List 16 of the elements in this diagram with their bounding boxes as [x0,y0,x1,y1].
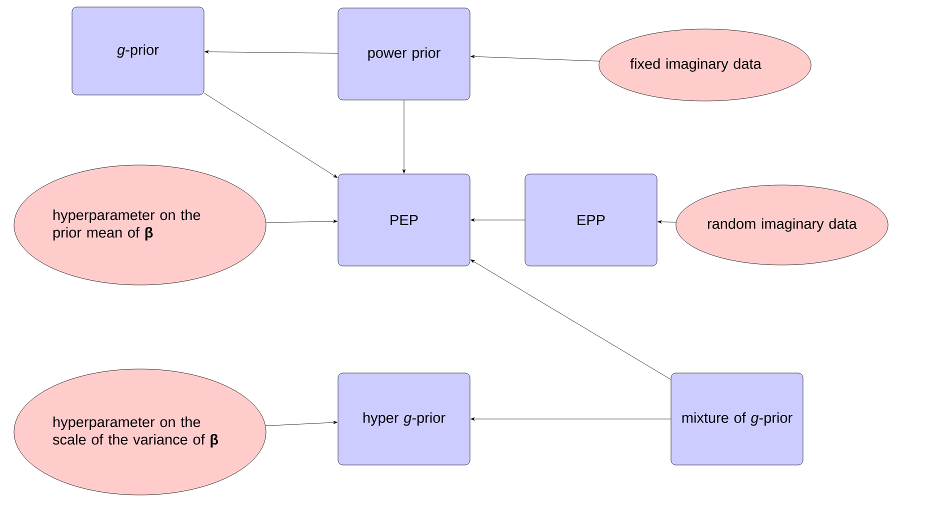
arrow [204,92,338,178]
arrow [266,220,338,223]
arrow [204,50,338,54]
process-box: power prior [338,8,470,100]
arrow [470,218,525,222]
process-box: g-prior [72,6,204,96]
arrow [470,260,671,380]
process-box: EPP [524,174,658,266]
process-box: mixture of g-prior [670,372,804,466]
process-box: hyper g-prior [338,372,470,466]
arrow [470,54,600,62]
arrow [470,417,671,421]
process-box: PEP [338,174,470,266]
arrow [402,100,406,174]
arrow [658,220,676,224]
arrow [265,420,338,426]
